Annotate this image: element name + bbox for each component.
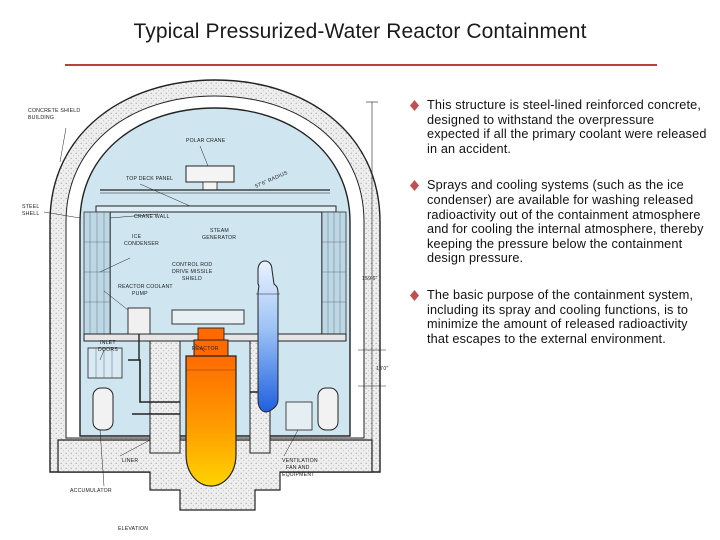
polar-crane bbox=[185, 165, 235, 183]
label-steel-shell: STEEL bbox=[22, 204, 39, 210]
bullet-text: Sprays and cooling systems (such as the … bbox=[427, 178, 704, 266]
polar-crane-hook bbox=[202, 181, 218, 191]
ice-condenser-right bbox=[321, 211, 347, 335]
leader-lines bbox=[43, 127, 299, 487]
label-accumulator: ACCUMULATOR bbox=[70, 488, 112, 494]
steam-generator bbox=[257, 260, 279, 413]
label-drive-missile: DRIVE MISSILE bbox=[172, 269, 213, 275]
top-deck-panel bbox=[95, 205, 337, 213]
label-polar-crane: POLAR CRANE bbox=[186, 138, 226, 144]
width-dimension bbox=[358, 349, 386, 387]
label-reactor: REACTOR bbox=[192, 346, 219, 352]
accumulator-right bbox=[317, 387, 339, 431]
inlet-doors bbox=[87, 347, 123, 379]
slide-title: Typical Pressurized-Water Reactor Contai… bbox=[133, 20, 587, 43]
label-generator: GENERATOR bbox=[202, 235, 236, 241]
reactor-vessel bbox=[185, 327, 237, 487]
label-ventilation: VENTILATION bbox=[282, 458, 318, 464]
bullet-text: This structure is steel-lined reinforced… bbox=[427, 98, 707, 156]
bullet-text: The basic purpose of the containment sys… bbox=[427, 287, 694, 346]
label-height-dim: 159'6" bbox=[362, 276, 378, 282]
label-width-dim: 13'0" bbox=[376, 366, 389, 372]
label-ice: ICE bbox=[132, 234, 142, 240]
label-control-rod: CONTROL ROD bbox=[172, 262, 212, 268]
reactor-cavity-left-wall bbox=[149, 340, 181, 454]
label-steam: STEAM bbox=[210, 228, 229, 234]
diamond-bullet-icon bbox=[410, 180, 419, 192]
label-reactor-coolant: REACTOR COOLANT bbox=[118, 284, 173, 290]
label-top-deck-panel: TOP DECK PANEL bbox=[126, 176, 173, 182]
containment-diagram: CONCRETE SHIELD BUILDING POLAR CRANE TOP… bbox=[0, 72, 410, 540]
diamond-bullet-icon bbox=[410, 100, 419, 111]
label-shield: SHIELD bbox=[182, 276, 202, 282]
label-crane-wall: CRANE WALL bbox=[134, 214, 170, 220]
bullet-item: The basic purpose of the containment sys… bbox=[408, 288, 708, 346]
bullet-item: Sprays and cooling systems (such as the … bbox=[408, 178, 708, 266]
label-concrete-shield: CONCRETE SHIELD bbox=[28, 108, 80, 114]
missile-shield bbox=[171, 309, 245, 325]
label-fan-and: FAN AND bbox=[286, 465, 310, 471]
label-inlet: INLET bbox=[100, 340, 116, 346]
label-doors: DOORS bbox=[98, 347, 118, 353]
label-concrete-shield-2: BUILDING bbox=[28, 115, 54, 121]
accumulator-left bbox=[92, 387, 114, 431]
ventilation-equipment bbox=[285, 401, 313, 431]
ice-condenser-left bbox=[83, 211, 111, 335]
label-liner: LINER bbox=[122, 458, 138, 464]
bullet-item: This structure is steel-lined reinforced… bbox=[408, 98, 708, 156]
diamond-bullet-icon bbox=[410, 289, 419, 301]
label-steel-shell-2: SHELL bbox=[22, 211, 39, 217]
title-rule bbox=[65, 64, 657, 66]
bullet-list: This structure is steel-lined reinforced… bbox=[408, 98, 708, 346]
label-equipment: EQUIPMENT bbox=[282, 472, 315, 478]
label-elevation: ELEVATION bbox=[118, 526, 148, 532]
label-pump: PUMP bbox=[132, 291, 148, 297]
reactor-coolant-pump bbox=[127, 307, 151, 335]
label-condenser: CONDENSER bbox=[124, 241, 159, 247]
height-dimension bbox=[366, 101, 378, 473]
